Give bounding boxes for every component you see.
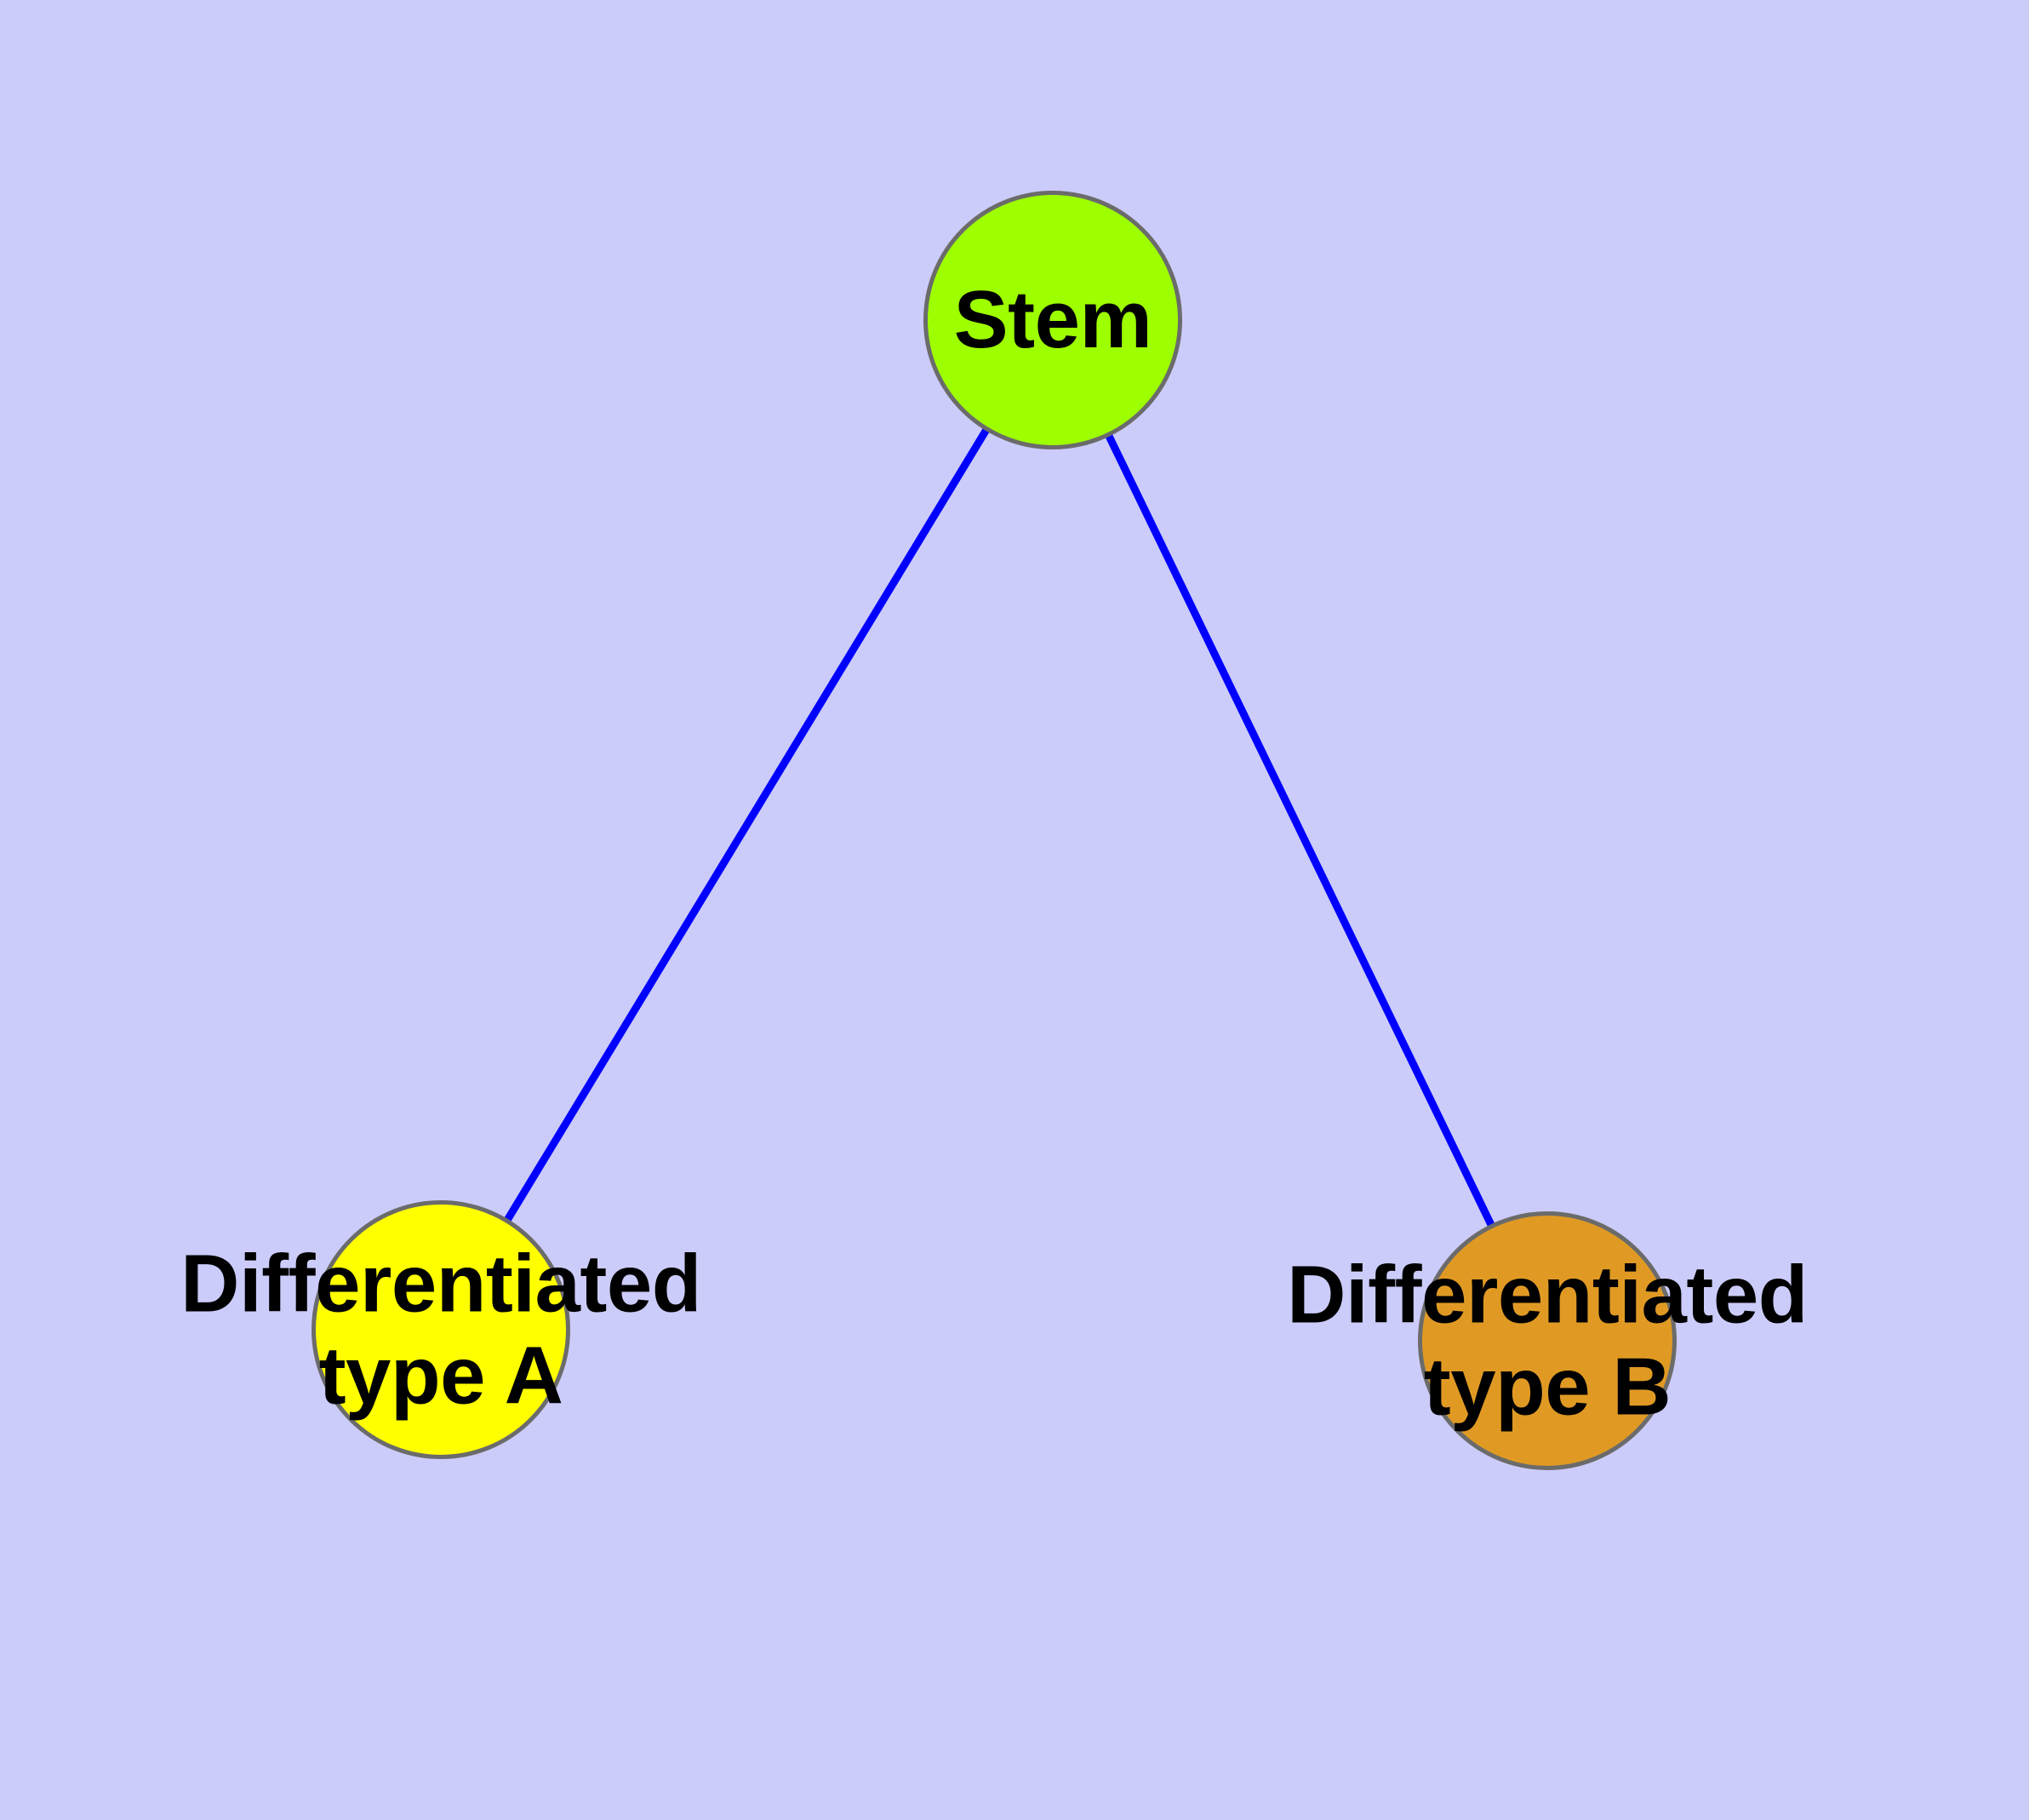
node-label-line1-stem: Stem	[953, 274, 1152, 366]
node-stem[interactable]: Stem	[923, 191, 1182, 449]
edge-stem-to-b	[1049, 318, 1552, 1342]
edge-stem-to-a	[437, 318, 1056, 1332]
node-label-stem: Stem	[954, 274, 1152, 366]
